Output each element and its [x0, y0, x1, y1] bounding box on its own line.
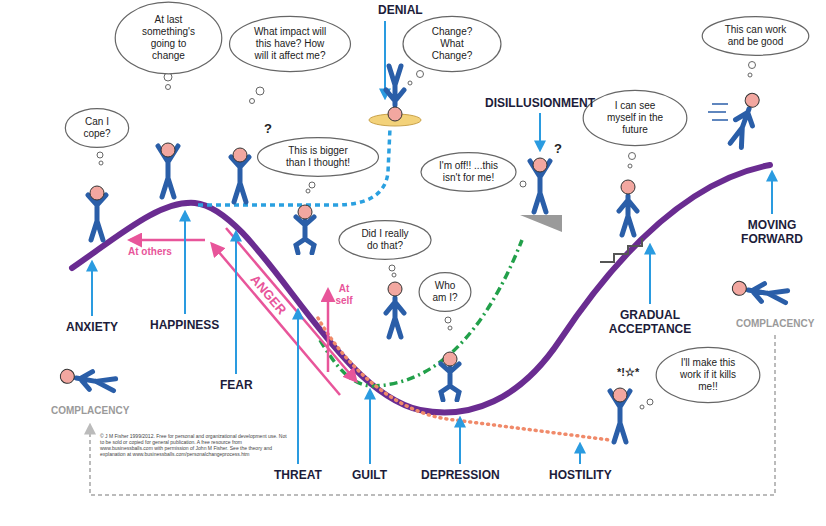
bubble-text-group: I'm off!! ...this isn't for me!	[438, 160, 500, 184]
emotion-symbol: *!☆*	[617, 366, 639, 379]
bubble-text-group: Change? What Change?	[420, 26, 484, 62]
bubble-text-group: This can work and be good	[721, 24, 791, 48]
stage-label: GUILT	[352, 468, 387, 482]
direction-label: At self	[331, 283, 357, 307]
bubble-text: This can work and be good	[721, 24, 791, 48]
bubble-text: I can see myself in the future	[601, 100, 669, 136]
bubble-text-group: At last something's going to change	[134, 14, 204, 62]
stage-label: MOVING FORWARD	[732, 218, 812, 246]
bubble-text-group: Who am I?	[429, 280, 461, 304]
bubble-text-group: This is bigger than I thought!	[278, 145, 358, 169]
stage-label: HOSTILITY	[549, 468, 612, 482]
stage-label: DENIAL	[378, 3, 423, 17]
bubble-text-group: Did I really do that?	[355, 228, 415, 252]
bubble-text: I'll make this work if it kills me!!	[674, 357, 742, 393]
thought-bubble: This is bigger than I thought!	[255, 136, 381, 178]
stage-label: DISILLUSIONMENT	[485, 96, 595, 110]
bubble-text-group: Can I cope?	[77, 116, 117, 140]
thought-bubble: At last something's going to change	[113, 0, 224, 77]
thought-bubble: Change? What Change?	[401, 14, 503, 74]
thought-bubble: What impact will this have? How will it …	[227, 14, 353, 74]
thought-bubble: Can I cope?	[64, 107, 130, 149]
stage-label: DEPRESSION	[421, 468, 500, 482]
thought-bubble: I'm off!! ...this isn't for me!	[419, 151, 518, 193]
bubble-text-group: I can see myself in the future	[601, 100, 669, 136]
bubble-text: What impact will this have? How will it …	[250, 26, 330, 62]
stage-label: THREAT	[274, 468, 322, 482]
bubble-text: Change? What Change?	[420, 26, 484, 62]
question-mark: ?	[554, 141, 562, 156]
bubble-text: I'm off!! ...this isn't for me!	[438, 160, 500, 184]
thought-bubble: Who am I?	[418, 271, 472, 313]
bubble-text: At last something's going to change	[134, 14, 204, 62]
stage-label: FEAR	[220, 378, 253, 392]
thought-bubble: I'll make this work if it kills me!!	[654, 345, 762, 405]
bubble-text: Can I cope?	[77, 116, 117, 140]
thought-bubble: Did I really do that?	[337, 219, 433, 261]
bubble-text: Who am I?	[429, 280, 461, 304]
bubble-text: Did I really do that?	[355, 228, 415, 252]
bubble-text: This is bigger than I thought!	[278, 145, 358, 169]
bubble-text-group: What impact will this have? How will it …	[250, 26, 330, 62]
bubble-text-group: I'll make this work if it kills me!!	[674, 357, 742, 393]
question-mark: ?	[264, 121, 272, 136]
thought-bubble: I can see myself in the future	[581, 88, 689, 148]
stage-label: GRADUAL ACCEPTANCE	[605, 308, 695, 336]
copyright-note: © J M Fisher 1999/2012. Free for persona…	[100, 433, 290, 457]
stage-label: ANXIETY	[66, 320, 118, 334]
direction-label: At others	[128, 246, 172, 258]
complacency-label: COMPLACENCY	[51, 405, 129, 416]
anger-label: ANGER	[248, 272, 290, 318]
thought-bubble: This can work and be good	[700, 15, 811, 57]
stage-label: HAPPINESS	[150, 318, 219, 332]
complacency-label: COMPLACENCY	[736, 318, 814, 329]
